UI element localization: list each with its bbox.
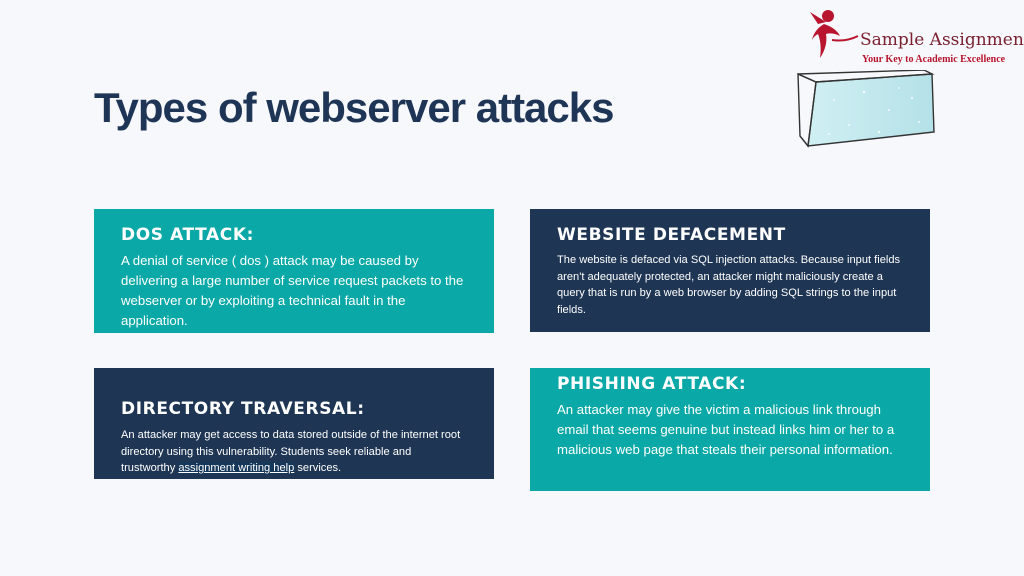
directory-traversal-body: An attacker may get access to data store… [121,427,468,477]
website-defacement-heading: WEBSITE DEFACEMENT [557,225,786,245]
sample-assignment-logo[interactable]: Sample Assignment Your Key to Academic E… [806,6,1024,68]
website-defacement-body: The website is defaced via SQL injection… [557,254,901,316]
logo-name: Sample Assignment [860,30,1024,50]
directory-traversal-text-end: services. [294,462,342,475]
logo-tagline: Your Key to Academic Excellence [862,54,1006,65]
website-defacement-card: WEBSITE DEFACEMENT The website is deface… [530,209,930,332]
directory-traversal-card: DIRECTORY TRAVERSAL: An attacker may get… [94,368,494,479]
phishing-attack-card: PHISHING ATTACK: An attacker may give th… [530,368,930,491]
page-title: Types of webserver attacks [94,84,614,131]
assignment-writing-help-link[interactable]: assignment writing help [178,462,295,475]
glass-block-icon [797,70,935,148]
directory-traversal-text: An attacker may get access to data store… [121,429,461,475]
dos-attack-heading: DOS ATTACK: [121,225,255,245]
phishing-attack-body: An attacker may give the victim a malici… [557,402,895,457]
sample-assignment-logo-icon [810,10,859,58]
directory-traversal-heading: DIRECTORY TRAVERSAL: [121,399,365,419]
dos-attack-card: DOS ATTACK: A denial of service ( dos ) … [94,209,494,333]
dos-attack-body: A denial of service ( dos ) attack may b… [121,253,464,328]
phishing-attack-heading: PHISHING ATTACK: [557,374,747,394]
